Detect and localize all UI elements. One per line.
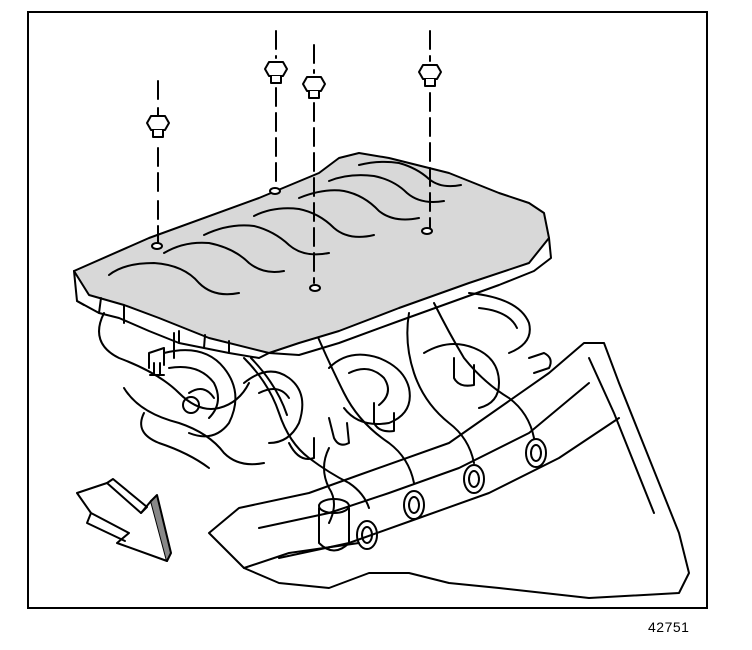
engine-assembly — [98, 292, 690, 599]
direction-arrow-icon — [76, 478, 172, 562]
engine-cover — [73, 152, 552, 359]
nut-icon — [418, 64, 442, 87]
engine-cover-illustration — [73, 30, 690, 599]
diagram-frame — [27, 11, 708, 609]
figure-number: 42751 — [648, 619, 690, 635]
nut-icon — [146, 115, 170, 138]
nut-icon — [302, 76, 326, 99]
spark-plug-wires — [243, 302, 547, 552]
cover-fasteners — [146, 30, 442, 284]
nut-icon — [264, 61, 288, 84]
